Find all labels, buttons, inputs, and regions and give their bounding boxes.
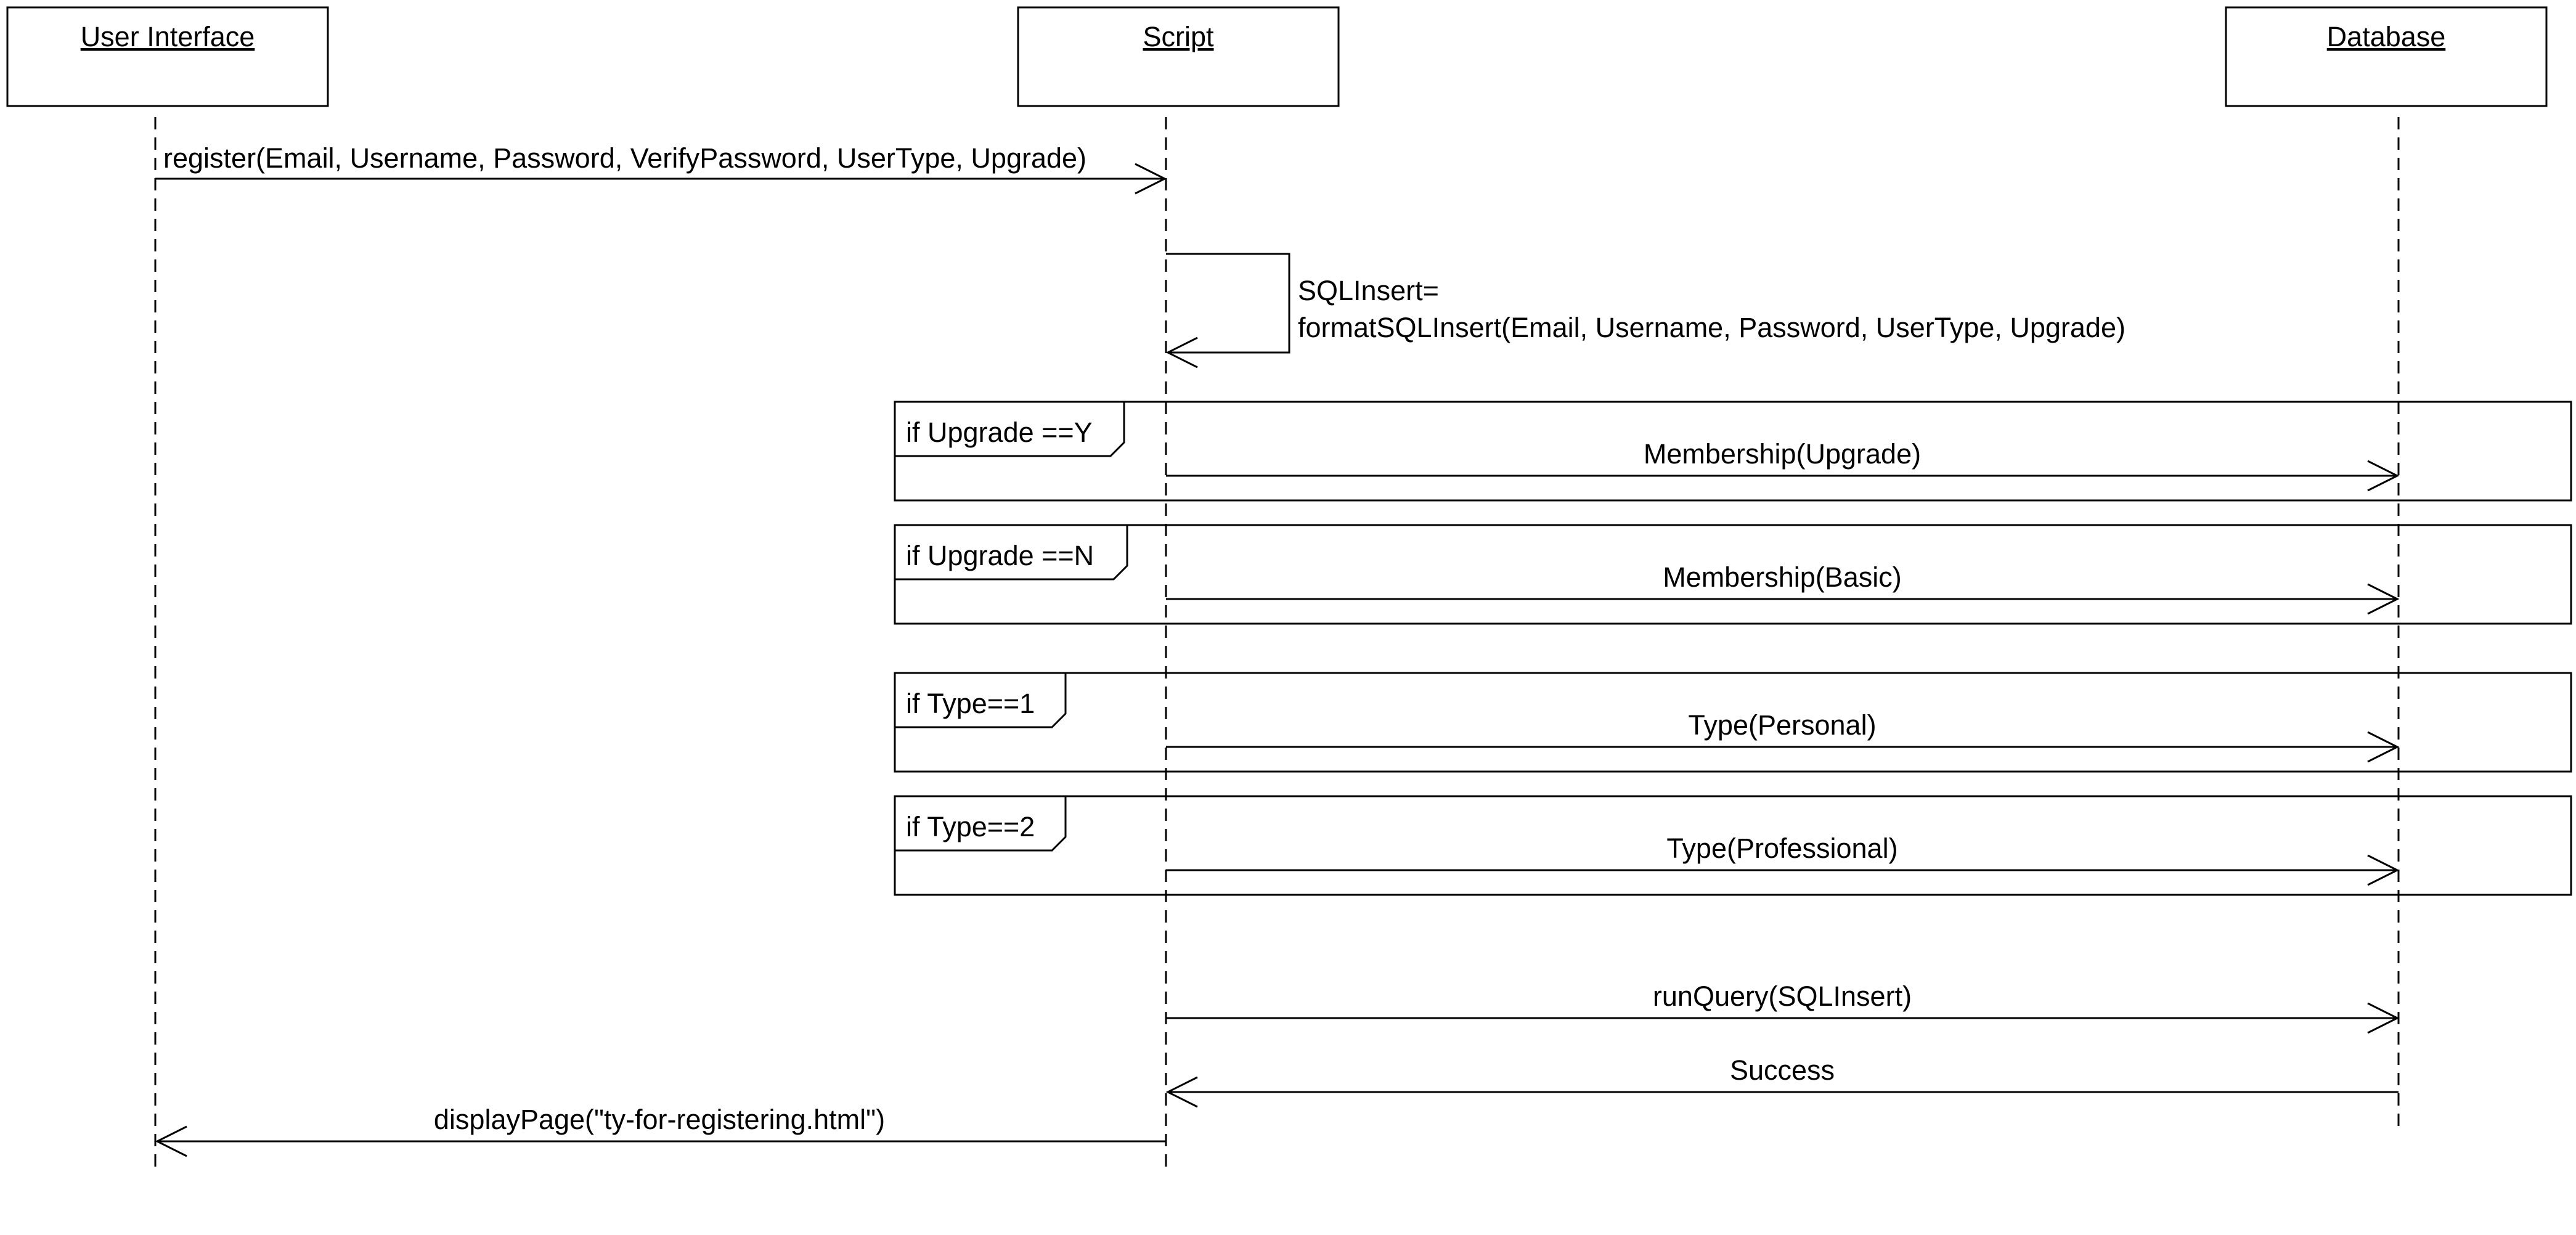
arrow-head <box>2367 460 2400 492</box>
fragment-type-2: if Type==2 Type(Professional) <box>894 795 2572 896</box>
fragment-upgrade-y: if Upgrade ==Y Membership(Upgrade) <box>894 401 2572 502</box>
self-message-line <box>1166 253 1290 354</box>
fragment-frame <box>894 795 2572 896</box>
arrow-head <box>1165 336 1198 369</box>
message-register: register(Email, Username, Password, Veri… <box>155 142 1167 195</box>
arrow-head <box>155 1125 187 1157</box>
fragment-frame <box>894 401 2572 502</box>
arrow-head <box>2367 583 2400 615</box>
arrow-head <box>2367 854 2400 886</box>
message-label: register(Email, Username, Password, Veri… <box>163 142 1086 174</box>
message-display-page: displayPage("ty-for-registering.html") <box>155 1104 1166 1157</box>
participant-box <box>6 6 329 107</box>
message-label: Type(Professional) <box>1666 833 1897 864</box>
message-label: Success <box>1730 1054 1835 1086</box>
fragment-guard: if Type==2 <box>906 811 1035 842</box>
message-label: Membership(Basic) <box>1663 561 1902 593</box>
participant-database: Database <box>2225 6 2548 107</box>
self-message-label-line1: SQLInsert= <box>1298 275 1439 306</box>
arrow-head <box>2367 1002 2400 1034</box>
message-label: runQuery(SQLInsert) <box>1653 980 1912 1012</box>
message-label: Membership(Upgrade) <box>1644 438 1921 470</box>
fragment-guard-tab <box>895 402 1125 457</box>
participant-label: Database <box>2327 21 2446 52</box>
fragment-guard: if Upgrade ==Y <box>906 417 1093 448</box>
participant-script: Script <box>1017 6 1340 107</box>
fragment-guard-tab <box>895 525 1128 581</box>
fragment-guard: if Type==1 <box>906 688 1035 719</box>
participant-box <box>1017 6 1340 107</box>
participant-user-interface: User Interface <box>6 6 329 107</box>
fragment-frame <box>894 524 2572 625</box>
message-run-query: runQuery(SQLInsert) <box>1166 980 2400 1034</box>
arrow-head <box>1135 163 1167 195</box>
message-label: displayPage("ty-for-registering.html") <box>434 1104 885 1135</box>
message-success: Success <box>1165 1054 2399 1108</box>
fragment-guard-tab <box>895 796 1067 852</box>
arrow-head <box>2367 731 2400 763</box>
fragment-guard-tab <box>895 673 1067 728</box>
participant-label: Script <box>1143 21 1214 52</box>
self-message-format-sql-insert: SQLInsert= formatSQLInsert(Email, Userna… <box>1165 253 2126 369</box>
fragment-type-1: if Type==1 Type(Personal) <box>894 672 2572 773</box>
self-message-label-line2: formatSQLInsert(Email, Username, Passwor… <box>1298 312 2126 343</box>
fragment-frame <box>894 672 2572 773</box>
fragment-upgrade-n: if Upgrade ==N Membership(Basic) <box>894 524 2572 625</box>
participant-box <box>2225 6 2548 107</box>
arrow-head <box>1165 1076 1198 1108</box>
fragment-guard: if Upgrade ==N <box>906 540 1094 571</box>
message-label: Type(Personal) <box>1688 709 1876 741</box>
participant-label: User Interface <box>81 21 255 52</box>
